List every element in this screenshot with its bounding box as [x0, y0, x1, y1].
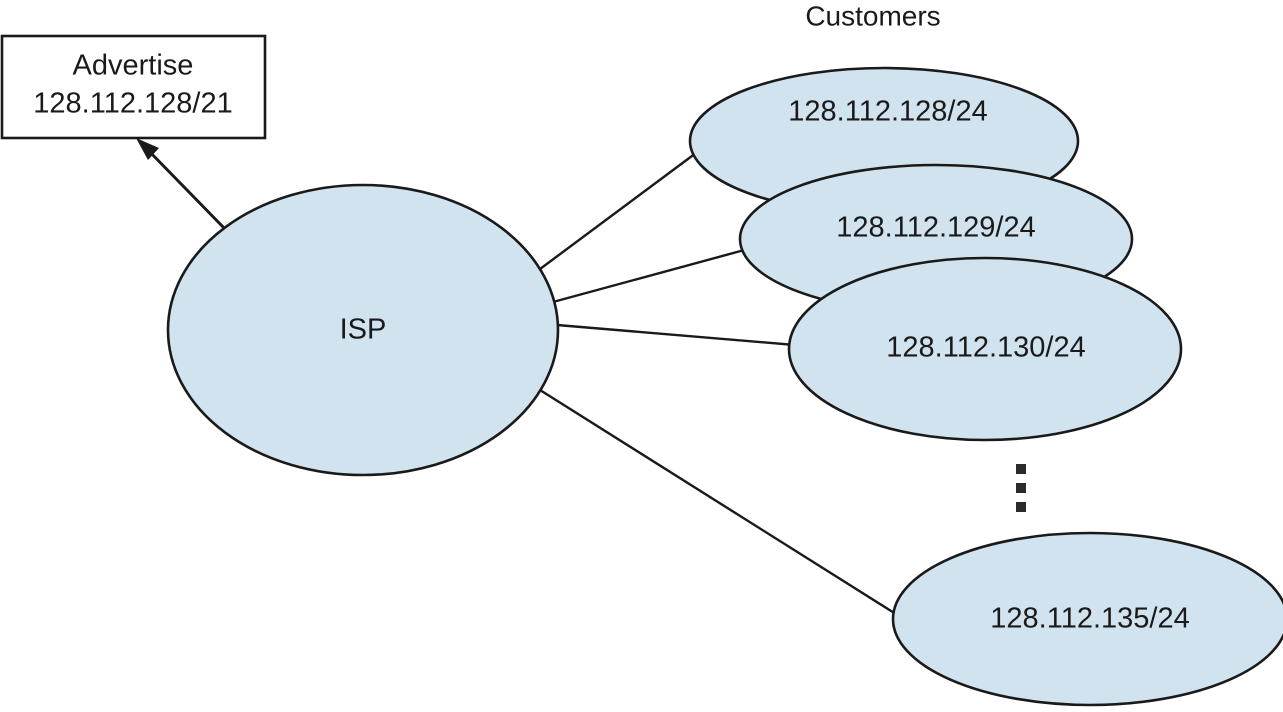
ellipsis-dot-3	[1016, 502, 1026, 512]
advertise-box-rect[interactable]	[0, 34, 267, 140]
customer-4-label: 128.112.135/24	[990, 603, 1189, 635]
customers-group-title: Customers	[805, 0, 940, 31]
advertise-box[interactable]: Advertise 128.112.128/21	[0, 34, 267, 140]
isp-label: ISP	[340, 314, 387, 346]
node-customer-4[interactable]: 128.112.135/24	[891, 531, 1283, 707]
edge-isp-to-customer-2	[552, 247, 749, 304]
isp-ellipse[interactable]	[166, 183, 560, 477]
customer-1-label: 128.112.128/24	[788, 96, 987, 128]
edge-isp-to-customer-3	[556, 323, 796, 347]
node-isp[interactable]: ISP	[166, 183, 560, 477]
customer-4-ellipse[interactable]	[891, 531, 1283, 707]
edge-group	[535, 149, 900, 618]
continuation-ellipsis-icon	[1016, 464, 1026, 512]
customer-2-label: 128.112.129/24	[836, 212, 1035, 244]
advertise-arrow-shaft	[144, 146, 228, 232]
advertise-box-line2: 128.112.128/21	[33, 88, 232, 120]
customer-3-label: 128.112.130/24	[886, 332, 1085, 364]
advertise-arrow	[136, 138, 228, 232]
ellipsis-dot-1	[1016, 464, 1026, 474]
edge-isp-to-customer-4	[539, 388, 900, 618]
advertise-box-line1: Advertise	[73, 50, 194, 82]
customer-3-ellipse[interactable]	[787, 256, 1183, 442]
ellipsis-dot-2	[1016, 483, 1026, 493]
edge-isp-to-customer-1	[535, 149, 701, 273]
node-customer-3[interactable]: 128.112.130/24	[787, 256, 1183, 442]
advertise-arrow-head	[136, 138, 159, 160]
